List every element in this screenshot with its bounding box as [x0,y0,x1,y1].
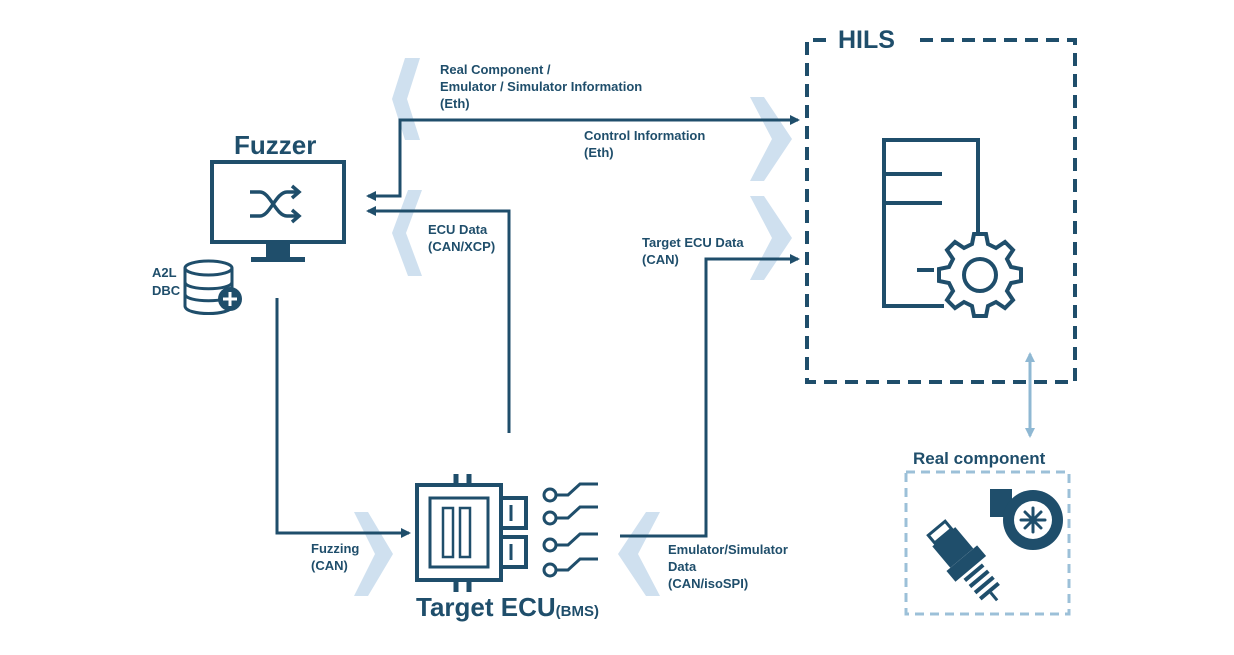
real-info-label: Real Component / Emulator / Simulator In… [440,61,642,112]
control-info-line2: (Eth) [584,145,614,160]
chevron-right-mid [750,196,792,280]
emulator-data-line3: (CAN/isoSPI) [668,576,749,591]
emulator-data-line1: Emulator/Simulator [668,542,788,557]
edge-ecu-data [366,206,511,433]
edge-real-info-to-fuzzer [366,118,798,201]
fuzzing-line1: Fuzzing [311,541,360,556]
ecu-data-label: ECU Data (CAN/XCP) [428,221,495,255]
database-add-icon [183,259,242,315]
fuzzer-title: Fuzzer [234,130,317,160]
real-component-title: Real component [913,449,1046,468]
target-ecu-suffix: (BMS) [555,603,599,620]
hils-box [805,38,1077,384]
chevron-left-bottom [618,512,660,596]
edge-target-ecu-data [620,254,800,538]
chevron-right-top [750,97,792,181]
control-info-line1: Control Information [584,128,706,143]
fuzzing-line2: (CAN) [311,558,348,573]
fuzzer-monitor-icon [210,160,346,262]
chevron-left-mid [392,190,422,276]
turbocharger-icon [990,489,1063,550]
dbc-label: DBC [152,283,181,298]
chevron-left-top [392,58,420,140]
hils-title: HILS [832,26,901,55]
target-ecu-data-label: Target ECU Data (CAN) [642,234,744,268]
real-info-line3: (Eth) [440,96,470,111]
circuit-traces-icon [542,482,598,578]
target-ecu-name: Target ECU [416,592,556,622]
server-gear-icon [882,138,1023,318]
fuzzing-label: Fuzzing (CAN) [311,540,359,574]
chevron-right-bottom [354,512,393,596]
emulator-data-label: Emulator/Simulator Data (CAN/isoSPI) [668,541,788,592]
shuffle-icon [250,184,302,224]
battery-chip-icon [415,474,528,592]
ecu-data-line1: ECU Data [428,222,488,237]
control-info-label: Control Information (Eth) [584,127,705,161]
a2l-label: A2L [152,265,177,280]
target-ecu-data-line1: Target ECU Data [642,235,744,250]
ecu-data-line2: (CAN/XCP) [428,239,496,254]
real-info-line1: Real Component / [440,62,551,77]
edge-fuzzing [275,298,411,538]
spark-plug-icon [926,519,1000,602]
emulator-data-line2: Data [668,559,697,574]
real-component-box [904,470,1071,616]
real-info-line2: Emulator / Simulator Information [440,79,643,94]
target-ecu-title: Target ECU(BMS) [416,592,599,623]
target-ecu-data-line2: (CAN) [642,252,679,267]
